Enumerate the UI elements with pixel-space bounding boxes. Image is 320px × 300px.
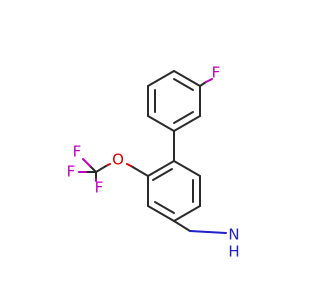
bond-ring-o-red (126, 163, 132, 167)
bond-ring-n-carbon (173, 220, 191, 232)
bond-upper-4-inner (173, 78, 194, 91)
bond-lower-4 (173, 205, 201, 222)
bond-lower-1-inner (152, 168, 173, 181)
bond-ring-n (189, 230, 227, 234)
fluorine-left-label: F (67, 163, 76, 181)
bond-o-cf3 (95, 165, 107, 173)
bond-ring-o (130, 165, 149, 177)
lower-benzene-ring (147, 160, 201, 222)
bond-upper-4 (173, 70, 201, 87)
oxygen-label: O (112, 151, 124, 169)
bond-lower-3 (147, 205, 175, 222)
bond-aryl-f-carbon (199, 81, 207, 87)
bond-lower-1 (147, 160, 175, 177)
amine-n-label: N (228, 226, 239, 244)
bond-cf3-up (82, 158, 91, 167)
bond-upper-1 (147, 115, 175, 132)
bond-upper-6-inner (173, 111, 194, 124)
molecule-structure-diagram: F F F F O N H (67, 64, 240, 261)
fluorine-bottom-label: F (95, 179, 104, 197)
fluorine-aryl-label: F (212, 64, 221, 82)
bond-upper-6 (173, 115, 201, 132)
amine-h-label: H (228, 243, 239, 261)
bond-upper-3 (147, 70, 175, 87)
upper-benzene-ring (147, 70, 201, 132)
fluorine-top-label: F (73, 143, 82, 161)
bond-lower-6 (173, 160, 201, 177)
bond-lower-3-inner (154, 201, 175, 214)
bond-aryl-f (205, 78, 213, 83)
